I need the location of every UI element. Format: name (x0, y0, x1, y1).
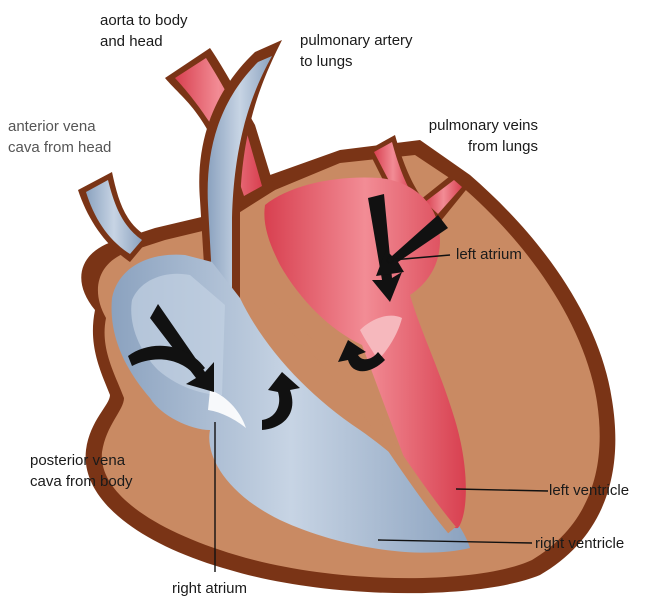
label-anterior-vena-cava-line2: cava from head (8, 137, 111, 158)
label-aorta-line2: and head (100, 31, 188, 52)
label-posterior-vena-cava-line1: posterior vena (30, 450, 133, 471)
label-pulmonary-veins-line1: pulmonary veins (412, 115, 538, 136)
label-pulmonary-veins-line2: from lungs (412, 136, 538, 157)
label-posterior-vena-cava: posterior vena cava from body (30, 450, 133, 492)
label-anterior-vena-cava-line1: anterior vena (8, 116, 111, 137)
label-pulmonary-veins: pulmonary veins from lungs (412, 115, 538, 157)
label-left-ventricle: left ventricle (549, 480, 629, 501)
label-pulmonary-artery-line1: pulmonary artery (300, 30, 413, 51)
label-right-ventricle: right ventricle (535, 533, 624, 554)
label-right-atrium: right atrium (172, 578, 247, 599)
label-anterior-vena-cava: anterior vena cava from head (8, 116, 111, 158)
label-posterior-vena-cava-line2: cava from body (30, 471, 133, 492)
label-aorta-line1: aorta to body (100, 10, 188, 31)
label-aorta: aorta to body and head (100, 10, 188, 52)
label-left-atrium: left atrium (456, 244, 522, 265)
label-pulmonary-artery-line2: to lungs (300, 51, 413, 72)
label-pulmonary-artery: pulmonary artery to lungs (300, 30, 413, 72)
